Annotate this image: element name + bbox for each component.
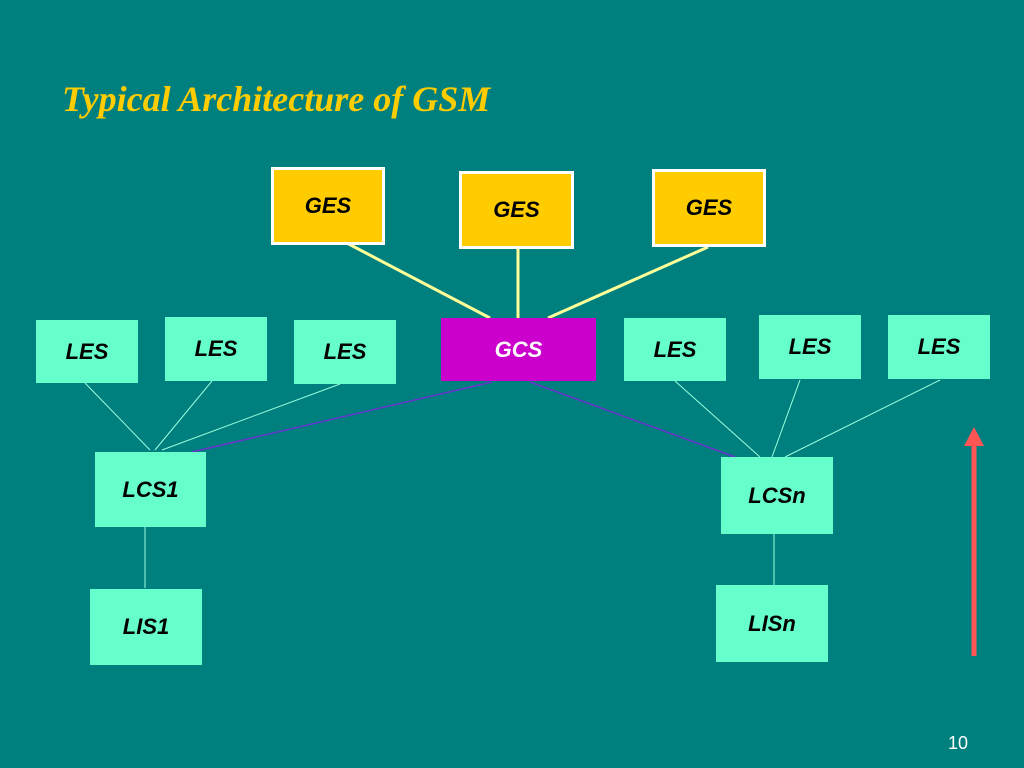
link-ges1-gcs <box>342 239 491 320</box>
les-node-2: LES <box>165 317 267 381</box>
les-node-4: LES <box>624 318 726 381</box>
lcs-node-1: LCS1 <box>95 452 206 527</box>
link-les1-lcs1 <box>84 382 151 451</box>
lcs-node-n: LCSn <box>721 457 833 534</box>
link-les5-lcsn <box>771 379 801 458</box>
up-arrow-head <box>964 427 984 446</box>
link-gcs-lcs1 <box>191 381 493 453</box>
les-node-1: LES <box>36 320 138 383</box>
les-node-5: LES <box>759 315 861 379</box>
link-les4-lcsn <box>674 380 761 458</box>
lis-node-1: LIS1 <box>90 589 202 665</box>
link-les6-lcsn <box>784 379 941 458</box>
ges-node-3: GES <box>652 169 766 247</box>
link-gcs-lcsn <box>529 381 736 458</box>
slide-title: Typical Architecture of GSM <box>62 79 491 119</box>
lis-node-n: LISn <box>716 585 828 662</box>
link-ges3-gcs <box>547 245 709 320</box>
les-node-6: LES <box>888 315 990 379</box>
link-les2-lcs1 <box>154 380 213 451</box>
ges-node-1: GES <box>271 167 385 245</box>
link-les3-lcs1 <box>161 383 341 451</box>
gcs-node: GCS <box>441 318 596 381</box>
ges-node-2: GES <box>459 171 574 249</box>
les-node-3: LES <box>294 320 396 384</box>
page-number: 10 <box>948 733 969 753</box>
